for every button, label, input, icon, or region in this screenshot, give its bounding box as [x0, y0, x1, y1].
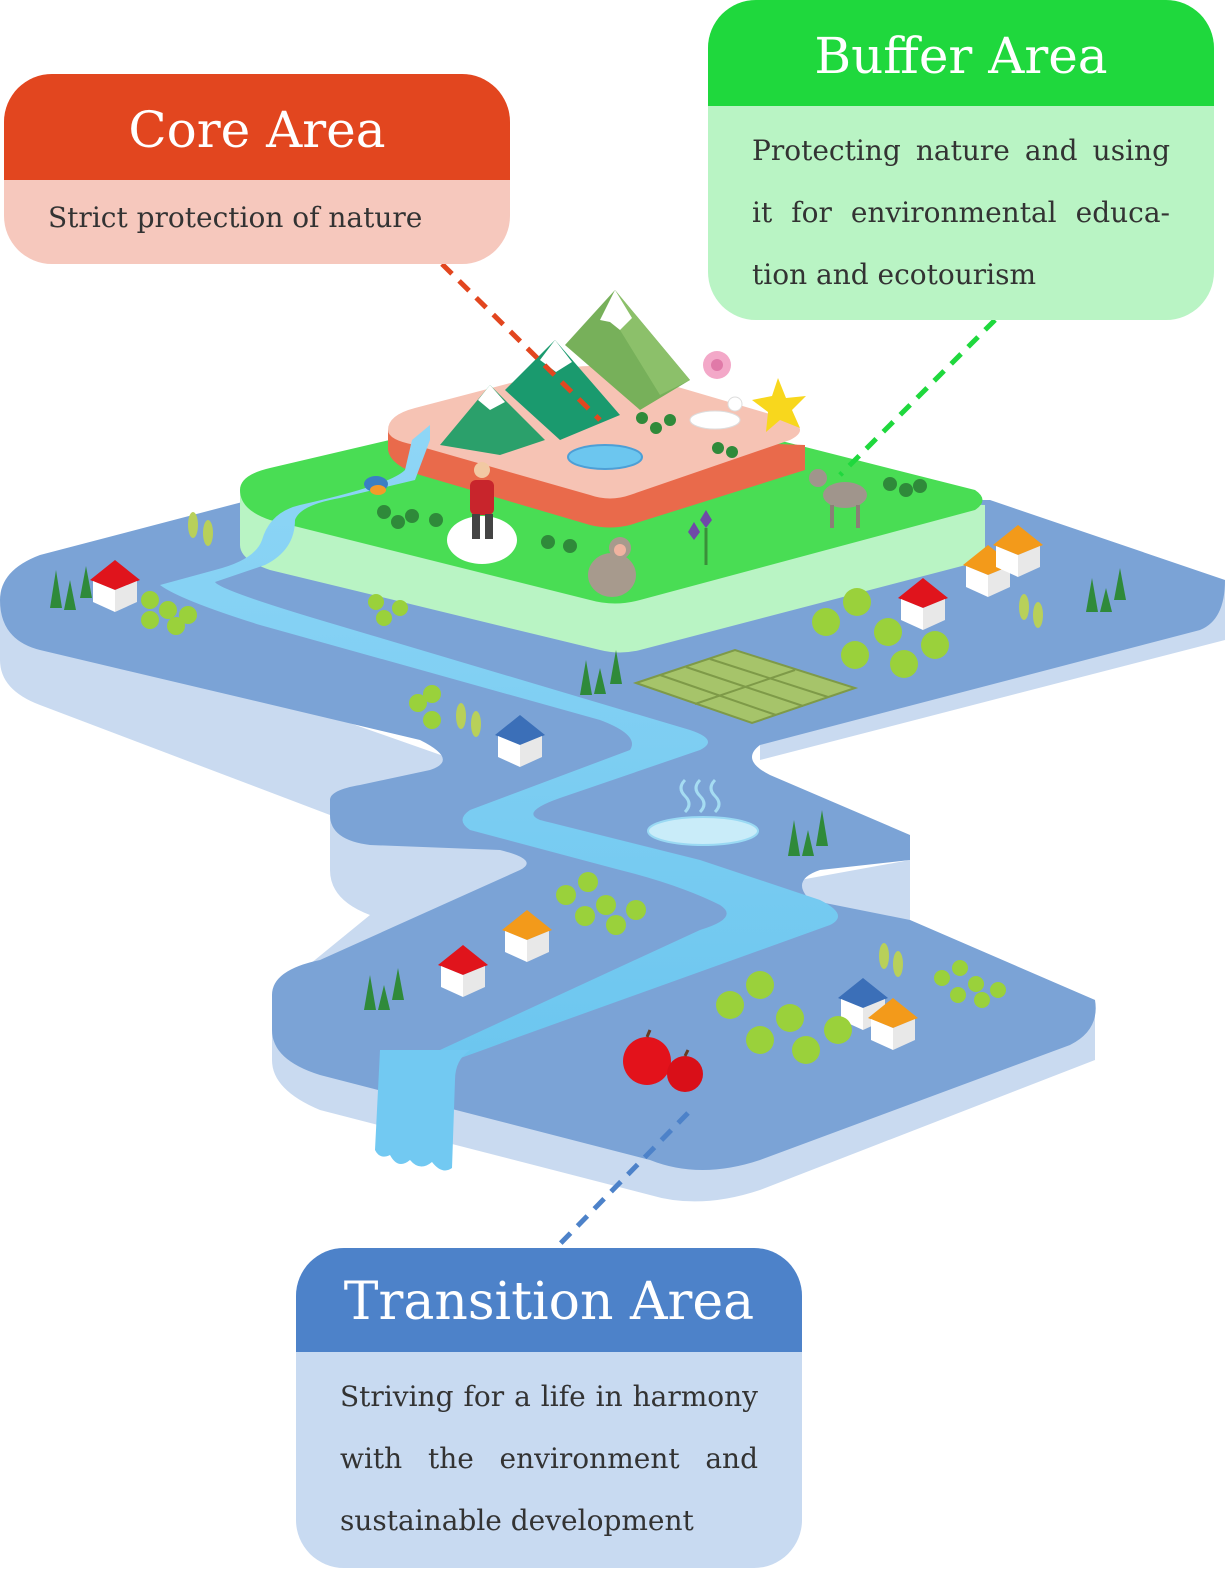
ermine-icon [689, 396, 743, 430]
transition-area-callout: Transition Area Striving for a life in h… [296, 1248, 802, 1568]
buffer-area-callout: Buffer Area Protecting nature and using … [708, 0, 1214, 320]
transition-area-description: Striving for a life in harmony with the … [340, 1380, 758, 1537]
buffer-area-title: Buffer Area [708, 0, 1214, 106]
lake-icon [567, 444, 643, 470]
buffer-area-description: Protecting nature and using it for envir… [752, 134, 1170, 291]
hiker-icon [447, 462, 517, 564]
house-icon [90, 525, 1043, 1050]
iris-icon [688, 510, 712, 565]
core-area-callout: Core Area Strict protection of nature [4, 74, 510, 264]
flower-icon [703, 351, 806, 432]
buffer-connector-line [838, 318, 997, 477]
monkey-icon [588, 537, 636, 597]
waterfall-icon [375, 1050, 470, 1171]
apple-icon [623, 1029, 703, 1092]
core-connector-line [440, 262, 602, 422]
river-icon [160, 425, 838, 1065]
transition-terrain [0, 500, 1225, 1202]
core-area-title: Core Area [4, 74, 510, 180]
transition-area-title: Transition Area [296, 1248, 802, 1352]
hot-spring-icon [647, 778, 759, 846]
transition-connector-line [554, 1111, 690, 1250]
bird-icon [364, 476, 388, 495]
mountain-icon [440, 290, 690, 455]
tree-icon [50, 412, 1126, 1064]
rice-field-icon [632, 648, 859, 725]
transition-terrain-top-upper [0, 500, 1225, 1170]
deer-icon [809, 469, 867, 528]
core-area-description: Strict protection of nature [48, 201, 423, 234]
